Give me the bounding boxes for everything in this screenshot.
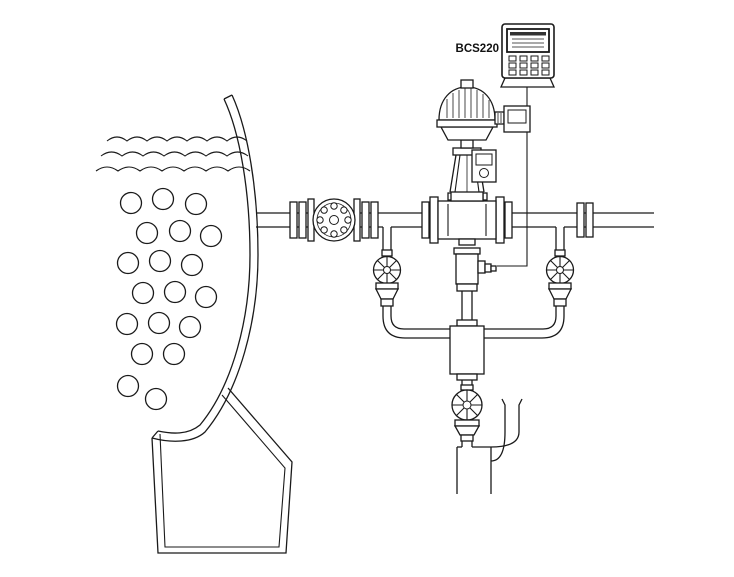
- pneumatic-actuator: [436, 79, 498, 141]
- controller-label: BCS220: [456, 43, 499, 55]
- mount-bracket: [499, 77, 556, 88]
- bcs220-controller: [499, 23, 556, 88]
- left-drop-pipe: [382, 227, 392, 316]
- controller-keypad: [508, 55, 550, 76]
- drain-spout: [490, 398, 523, 462]
- valve-body: [437, 200, 497, 240]
- valve-flange: [421, 201, 430, 239]
- valve-positioner: [471, 149, 497, 183]
- water-surface: [95, 136, 251, 172]
- boiler-tubes: [115, 187, 223, 411]
- drain-valve: [451, 380, 483, 447]
- valve-flange: [495, 196, 505, 244]
- inlet-flange-pair: [289, 201, 307, 239]
- outlet-flange-pair: [576, 202, 594, 238]
- boiler-shell: [151, 94, 259, 442]
- blowdown-hopper: [151, 387, 293, 554]
- gauge-icon: [479, 168, 489, 178]
- valve-flange: [504, 201, 513, 239]
- right-isolation-valve: [545, 249, 575, 307]
- drain-pipe: [456, 446, 492, 494]
- valve-flange: [429, 196, 439, 244]
- valve-bonnet: [450, 191, 484, 202]
- junction-box: [494, 105, 531, 133]
- orifice-sight-flange: [307, 198, 379, 242]
- left-isolation-valve: [372, 249, 402, 307]
- sensor-stand-pipe: [461, 291, 473, 321]
- sensor-chamber: [449, 319, 485, 381]
- conductivity-sensor: [453, 247, 497, 292]
- right-drop-pipe: [555, 227, 565, 316]
- cable-gland: [477, 260, 486, 274]
- control-valve: [421, 191, 513, 246]
